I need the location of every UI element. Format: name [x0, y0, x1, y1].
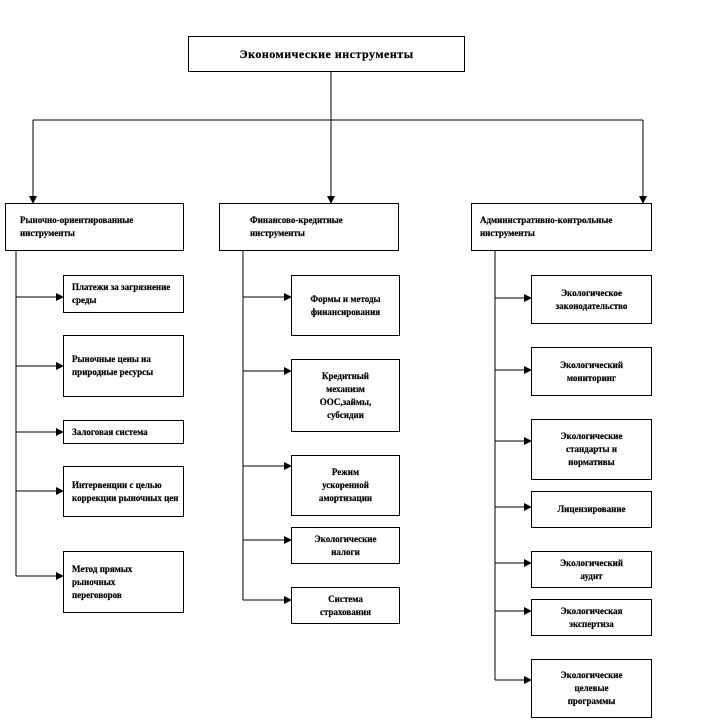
item-label: Режим ускоренной амортизации: [318, 467, 373, 503]
category-label: Рыночно-ориентированные инструменты: [20, 215, 134, 238]
item-box: Экологическое законодательство: [531, 275, 652, 324]
item-box: Система страхования: [291, 587, 400, 624]
item-box: Рыночные цены на природные ресурсы: [63, 335, 184, 397]
category-box-finance: Финансово-кредитные инструменты: [219, 203, 399, 251]
item-box: Режим ускоренной амортизации: [291, 455, 400, 516]
item-box: Экологические стандарты и нормативы: [531, 419, 652, 480]
item-label: Рыночные цены на природные ресурсы: [72, 354, 154, 377]
category-box-market: Рыночно-ориентированные инструменты: [5, 203, 184, 251]
root-box: Экономические инструменты: [188, 36, 465, 72]
item-label: Экологическая экспертиза: [560, 605, 623, 629]
item-label: Экологические стандарты и нормативы: [560, 431, 623, 467]
item-label: Платежи за загрязнение среды: [72, 282, 171, 305]
item-label: Интервенции с целью коррекции рыночных ц…: [72, 479, 179, 503]
item-label: Метод прямых рыночных переговоров: [72, 563, 133, 600]
item-box: Экологические налоги: [291, 527, 400, 564]
item-label: Экологическое законодательство: [555, 287, 628, 311]
item-box: Формы и методы финансирования: [291, 275, 400, 336]
item-label: Экологический мониторинг: [559, 359, 624, 383]
item-label: Экологические целевые программы: [560, 670, 623, 706]
item-box: Экологическая экспертиза: [531, 599, 652, 636]
item-label: Кредитный механизм ООС,займы, субсидии: [319, 370, 372, 420]
category-box-admin: Административно-контрольные инструменты: [471, 203, 652, 251]
item-label: Лицензирование: [557, 504, 626, 514]
item-box: Экологический мониторинг: [531, 347, 652, 396]
item-box: Лицензирование: [531, 491, 652, 528]
item-box: Метод прямых рыночных переговоров: [63, 551, 184, 613]
category-label: Административно-контрольные инструменты: [480, 215, 613, 238]
item-label: Экологический аудит: [559, 557, 624, 581]
item-box: Экологический аудит: [531, 551, 652, 588]
item-label: Формы и методы финансирования: [310, 293, 381, 317]
item-box: Кредитный механизм ООС,займы, субсидии: [291, 359, 400, 432]
item-box: Экологические целевые программы: [531, 659, 652, 718]
item-label: Залоговая система: [72, 426, 148, 437]
root-label: Экономические инструменты: [239, 46, 414, 61]
item-label: Экологические налоги: [314, 533, 377, 557]
item-box: Платежи за загрязнение среды: [63, 275, 184, 313]
item-box: Интервенции с целью коррекции рыночных ц…: [63, 466, 184, 517]
item-box: Залоговая система: [63, 420, 184, 444]
category-label: Финансово-кредитные инструменты: [250, 215, 343, 238]
item-label: Система страхования: [319, 593, 372, 617]
